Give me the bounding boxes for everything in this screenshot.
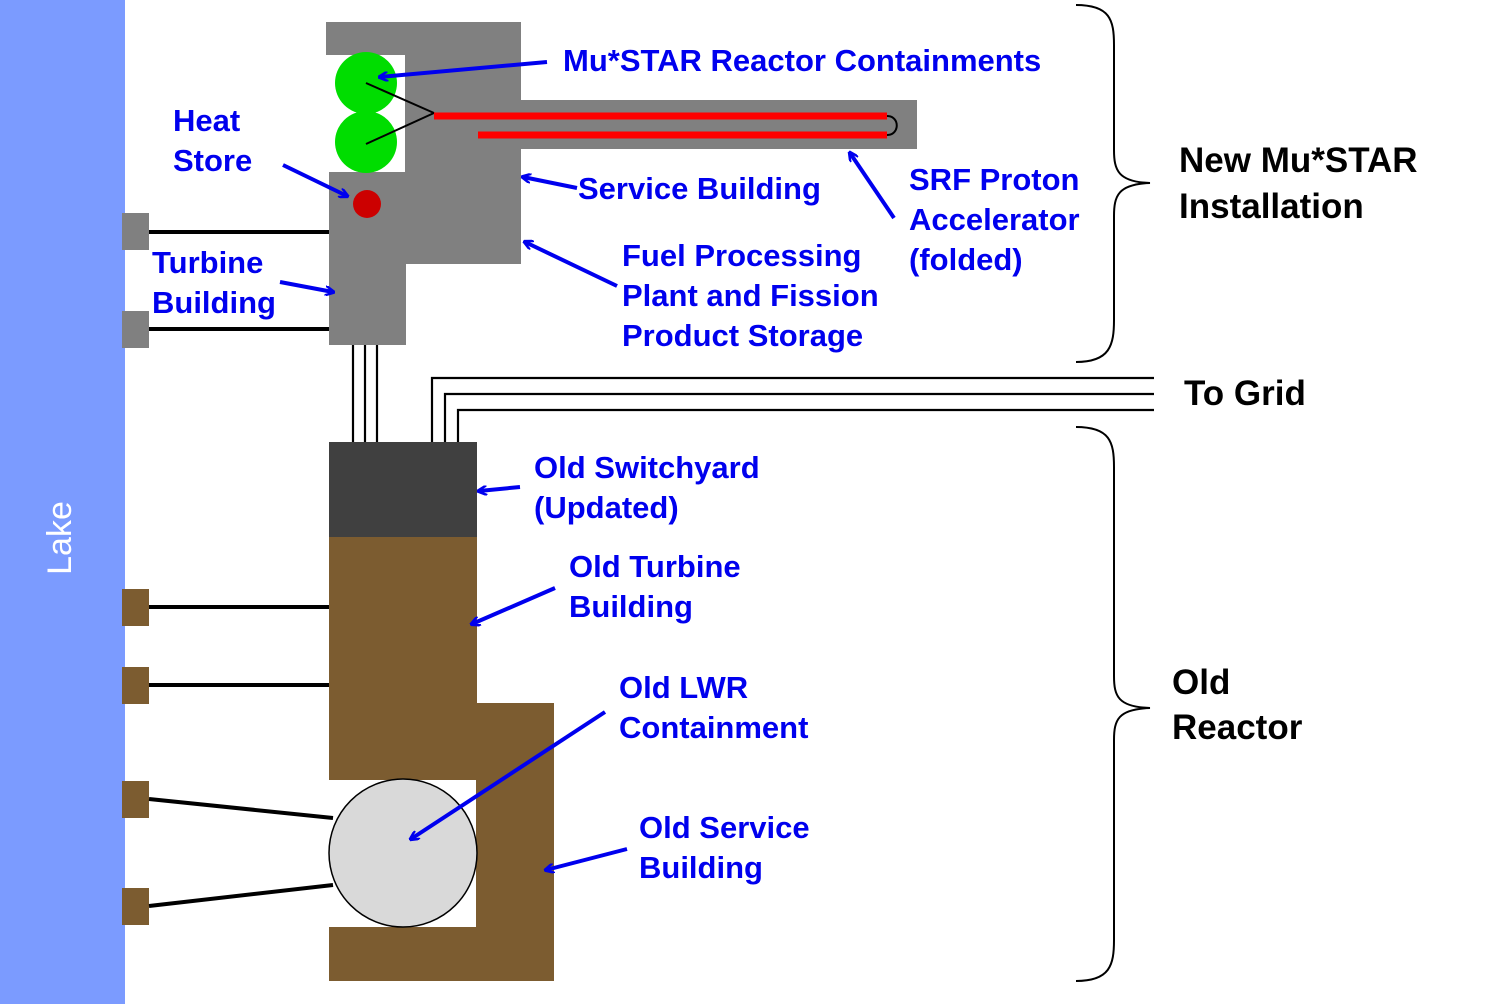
- label-old-switchyard: Old Switchyard (Updated): [534, 450, 768, 525]
- label-srf-accelerator: SRF Proton Accelerator (folded): [909, 162, 1088, 277]
- to-grid-lines: [430, 376, 1154, 442]
- heat-store: [353, 190, 381, 218]
- arrow-old-lwr: [411, 710, 607, 839]
- new-building-complex: [326, 22, 917, 345]
- beam-line-lower: [365, 112, 435, 145]
- arrow-reactor-containments: [380, 60, 548, 77]
- old-intake-2: [122, 667, 149, 704]
- old-pipe-3: [148, 797, 334, 820]
- old-lwr-containment: [328, 778, 478, 928]
- group-old-reactor: Old Reactor: [1172, 663, 1303, 747]
- brace-new-installation: [1075, 4, 1151, 363]
- old-switchyard: [329, 442, 477, 538]
- arrow-service-building: [523, 177, 578, 190]
- lake: [0, 0, 125, 1004]
- reactor-containment-2: [335, 111, 397, 173]
- label-service-building: Service Building: [578, 171, 821, 206]
- old-pipe-4: [148, 883, 334, 908]
- arrow-srf-accelerator: [850, 153, 896, 220]
- new-to-switchyard-lines: [351, 345, 379, 442]
- arrow-old-service: [546, 847, 628, 870]
- new-intake-top: [122, 213, 149, 250]
- old-intake-4: [122, 888, 149, 925]
- label-old-lwr: Old LWR Containment: [619, 670, 808, 745]
- label-old-service: Old Service Building: [639, 810, 818, 885]
- old-building-complex: [329, 537, 554, 981]
- label-old-turbine: Old Turbine Building: [569, 549, 749, 624]
- arrow-old-switchyard: [479, 485, 521, 491]
- label-fuel-processing: Fuel Processing Plant and Fission Produc…: [622, 238, 887, 353]
- label-reactor-containments: Mu*STAR Reactor Containments: [563, 43, 1041, 78]
- lake-label: Lake: [41, 501, 79, 575]
- new-intake-bottom: [122, 311, 149, 348]
- beam-line-upper: [365, 82, 435, 114]
- accelerator-fold: [886, 115, 898, 136]
- arrow-fuel-processing: [525, 242, 618, 288]
- arrow-heat-store: [282, 163, 347, 196]
- label-heat-store: Heat Store: [173, 103, 252, 178]
- arrow-turbine-building: [279, 280, 333, 292]
- label-turbine-building: Turbine Building: [152, 245, 276, 320]
- old-intake-3: [122, 781, 149, 818]
- arrow-old-turbine: [472, 586, 556, 624]
- old-intake-1: [122, 589, 149, 626]
- group-to-grid: To Grid: [1184, 374, 1306, 413]
- brace-old-reactor: [1075, 426, 1151, 982]
- group-new-installation: New Mu*STAR Installation: [1179, 141, 1427, 226]
